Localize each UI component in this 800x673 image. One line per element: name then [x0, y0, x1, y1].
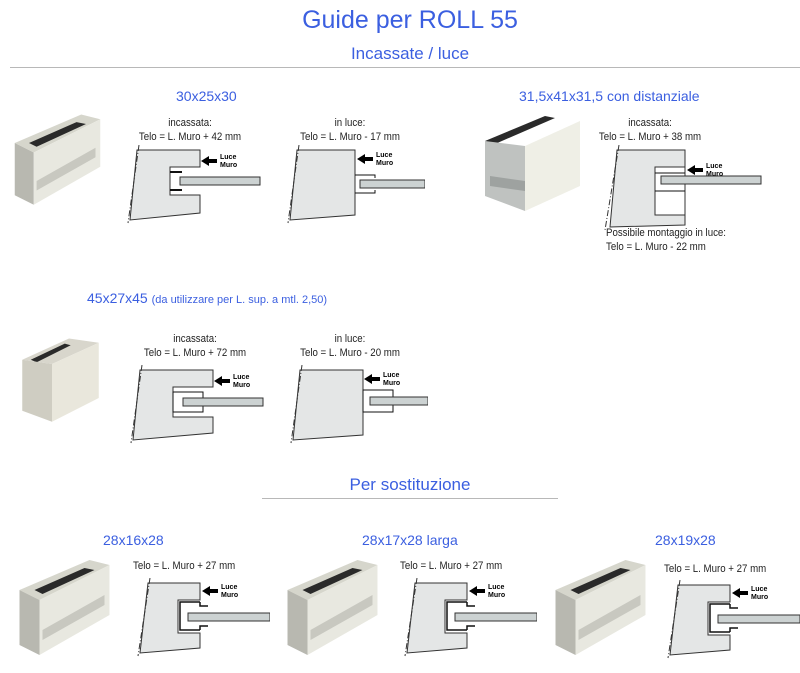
- muro-label: Muro: [221, 592, 238, 599]
- muro-label: Muro: [488, 592, 505, 599]
- formula: Telo = L. Muro + 27 mm: [133, 560, 236, 572]
- size-note: (da utilizzare per L. sup. a mtl. 2,50): [151, 294, 328, 306]
- muro-label: Muro: [220, 162, 237, 169]
- shutter-slat: [369, 396, 429, 406]
- shutter-slat: [359, 179, 426, 189]
- arrow-icon: [214, 376, 230, 386]
- formula: Telo = L. Muro + 38 mm: [598, 131, 702, 143]
- formula: Telo = L. Muro + 72 mm: [143, 347, 247, 359]
- luce-label: Luce: [383, 372, 399, 379]
- diagram-note: Possibile montaggio in luce: Telo = L. Mu…: [606, 226, 726, 254]
- guide-size-28x17x28-larga: 28x17x28 larga: [362, 532, 458, 548]
- guide-profile-image: [12, 560, 117, 660]
- page-title: Guide per ROLL 55: [302, 6, 518, 34]
- mount-type: in luce:: [334, 117, 366, 129]
- guide-profile-image: [280, 560, 385, 660]
- muro-label: Muro: [706, 171, 723, 178]
- guide-profile-image: [10, 112, 105, 212]
- luce-label: Luce: [751, 586, 767, 593]
- muro-label: Muro: [751, 594, 768, 601]
- muro-label: Muro: [383, 380, 400, 387]
- formula: Telo = L. Muro + 42 mm: [138, 131, 242, 143]
- luce-label: Luce: [233, 374, 249, 381]
- muro-label: Muro: [376, 160, 393, 167]
- formula: Telo = L. Muro - 22 mm: [606, 241, 706, 253]
- mount-type: incassata:: [173, 333, 217, 345]
- guide-size-28x19x28: 28x19x28: [655, 532, 716, 548]
- arrow-icon: [202, 586, 218, 596]
- mount-type: incassata:: [168, 117, 212, 129]
- shutter-slat: [187, 612, 271, 622]
- guide-size-30x25x30: 30x25x30: [176, 88, 237, 104]
- divider: [262, 498, 558, 499]
- diagram-caption: incassata: Telo = L. Muro + 42 mm: [128, 116, 251, 144]
- arrow-icon: [732, 588, 748, 598]
- size-text: 45x27x45: [87, 290, 148, 306]
- mount-type: incassata:: [628, 117, 672, 129]
- arrow-icon: [364, 374, 380, 384]
- diagram-caption: incassata: Telo = L. Muro + 72 mm: [129, 332, 261, 360]
- shutter-slat: [182, 397, 264, 407]
- guide-size-45x27x45: 45x27x45 (da utilizzare per L. sup. a mt…: [87, 290, 327, 306]
- formula: Telo = L. Muro - 20 mm: [300, 347, 400, 359]
- shutter-slat: [717, 614, 800, 624]
- arrow-icon: [201, 156, 217, 166]
- diagram-caption: in luce: Telo = L. Muro - 20 mm: [288, 332, 411, 360]
- shutter-slat: [660, 175, 762, 185]
- divider: [10, 67, 800, 68]
- formula: Telo = L. Muro + 27 mm: [664, 563, 767, 575]
- guide-profile-image: [548, 560, 653, 660]
- arrow-icon: [357, 154, 373, 164]
- section-title-incassate: Incassate / luce: [350, 44, 470, 63]
- section-title-sostituzione: Per sostituzione: [349, 475, 471, 494]
- muro-label: Muro: [233, 382, 250, 389]
- arrow-icon: [469, 586, 485, 596]
- guide-profile-image: [485, 115, 585, 217]
- formula: Telo = L. Muro + 27 mm: [400, 560, 503, 572]
- arrow-icon: [687, 165, 703, 175]
- luce-label: Luce: [221, 584, 237, 591]
- shutter-slat: [454, 612, 538, 622]
- diagram-caption: in luce: Telo = L. Muro - 17 mm: [288, 116, 411, 144]
- luce-label: Luce: [220, 154, 236, 161]
- mount-type: in luce:: [334, 333, 366, 345]
- luce-label: Luce: [706, 163, 722, 170]
- note-text: Possibile montaggio in luce:: [606, 227, 726, 239]
- shutter-slat: [179, 176, 261, 186]
- diagram-caption: incassata: Telo = L. Muro + 38 mm: [588, 116, 711, 144]
- guide-profile-image: [18, 330, 103, 432]
- formula: Telo = L. Muro - 17 mm: [300, 131, 400, 143]
- luce-label: Luce: [376, 152, 392, 159]
- guide-size-31x41x31: 31,5x41x31,5 con distanziale: [519, 88, 700, 104]
- guide-size-28x16x28: 28x16x28: [103, 532, 164, 548]
- luce-label: Luce: [488, 584, 504, 591]
